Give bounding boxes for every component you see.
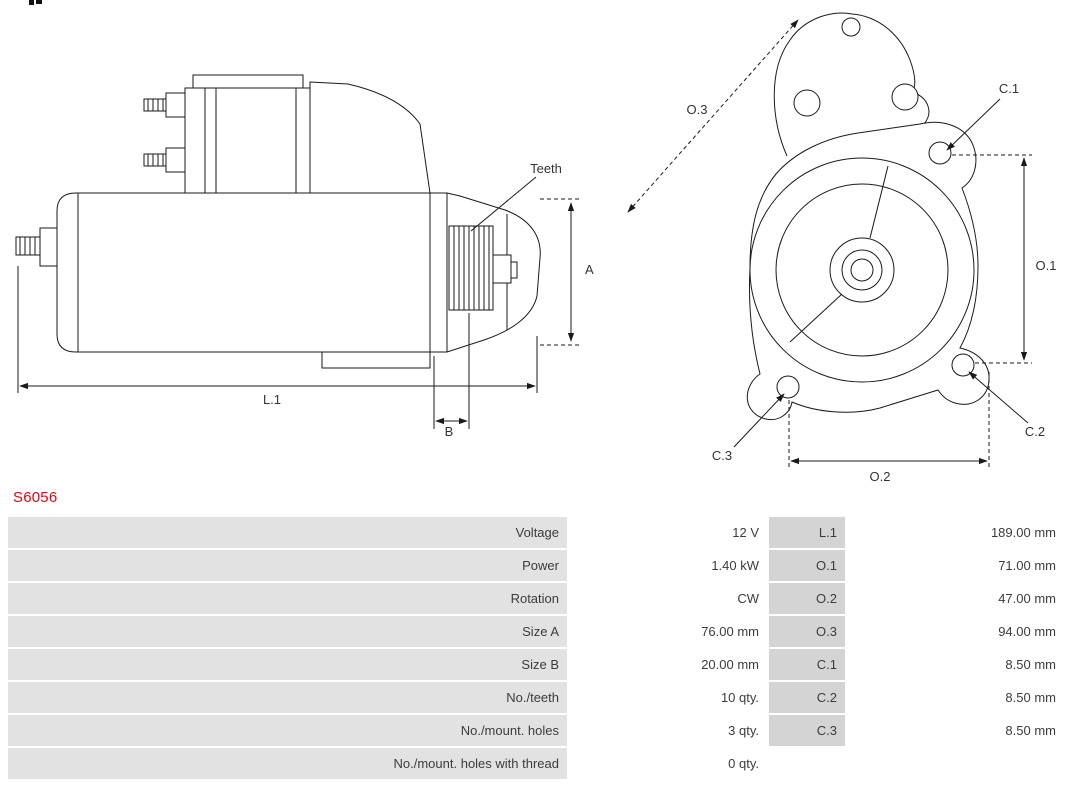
spec-label: Power <box>8 550 567 581</box>
spec-label: Size A <box>8 616 567 647</box>
dim-c2-label: C.2 <box>1025 424 1045 439</box>
spec-dim-value: 71.00 mm <box>847 550 1064 581</box>
dimension-o2 <box>788 372 990 467</box>
spec-row-power: Power 1.40 kW O.1 71.00 mm <box>8 550 1064 581</box>
starter-side-view <box>15 74 579 429</box>
logo-fragment <box>29 0 42 5</box>
dim-l1-label: L.1 <box>263 392 281 407</box>
spec-row-mount-holes-thread: No./mount. holes with thread 0 qty. <box>8 748 1064 779</box>
spec-dim-value-empty <box>847 748 1064 779</box>
dim-b-label: B <box>445 424 454 439</box>
spec-value: 10 qty. <box>569 682 767 713</box>
spec-dim-value: 8.50 mm <box>847 649 1064 680</box>
spec-dim-label: O.3 <box>769 616 845 647</box>
leader-c3 <box>733 393 785 448</box>
spec-dim-label: O.2 <box>769 583 845 614</box>
drive-bracket <box>309 81 431 194</box>
spec-row-mount-holes: No./mount. holes 3 qty. C.3 8.50 mm <box>8 715 1064 746</box>
spec-value: 3 qty. <box>569 715 767 746</box>
spec-value: 20.00 mm <box>569 649 767 680</box>
spec-value: 1.40 kW <box>569 550 767 581</box>
mounting-hole-c1 <box>928 141 952 165</box>
spec-value: 76.00 mm <box>569 616 767 647</box>
spec-dim-label: O.1 <box>769 550 845 581</box>
boss-hole-left <box>793 89 821 117</box>
dim-o1-label: O.1 <box>1036 258 1057 273</box>
mounting-flange <box>746 121 990 421</box>
terminal-bolt <box>15 227 59 267</box>
spec-dim-label: L.1 <box>769 517 845 548</box>
spec-dim-label: C.3 <box>769 715 845 746</box>
spec-label: No./mount. holes <box>8 715 567 746</box>
part-number: S6056 <box>13 489 58 506</box>
spec-dim-value: 8.50 mm <box>847 715 1064 746</box>
teeth-label: Teeth <box>530 161 562 176</box>
dimension-a <box>540 198 579 346</box>
mounting-hole-c3 <box>776 375 800 399</box>
dimension-o3 <box>627 19 799 213</box>
dimension-o1 <box>952 154 1032 364</box>
spec-row-rotation: Rotation CW O.2 47.00 mm <box>8 583 1064 614</box>
spec-dim-label: C.1 <box>769 649 845 680</box>
spec-dim-value: 189.00 mm <box>847 517 1064 548</box>
spec-row-teeth: No./teeth 10 qty. C.2 8.50 mm <box>8 682 1064 713</box>
motor-face-circles <box>749 157 975 383</box>
solenoid <box>143 74 311 194</box>
spec-dim-label-empty <box>769 748 845 779</box>
spec-dim-value: 47.00 mm <box>847 583 1064 614</box>
spec-label: No./teeth <box>8 682 567 713</box>
dim-a-label: A <box>585 262 594 277</box>
spec-value: 12 V <box>569 517 767 548</box>
spec-table: Voltage 12 V L.1 189.00 mm Power 1.40 kW… <box>8 517 1064 779</box>
dimension-l1 <box>17 266 538 393</box>
spec-label: Rotation <box>8 583 567 614</box>
dim-c1-label: C.1 <box>999 81 1019 96</box>
spec-row-voltage: Voltage 12 V L.1 189.00 mm <box>8 517 1064 548</box>
dimension-labels: Teeth A L.1 B O.3 C.1 O.1 C.3 C.2 O.2 <box>263 81 1057 484</box>
spec-dim-value: 8.50 mm <box>847 682 1064 713</box>
teeth-leader-line <box>470 176 537 232</box>
starter-motor-technical-drawing: Teeth A L.1 B O.3 C.1 O.1 C.3 C.2 O.2 <box>15 0 1057 484</box>
top-hole <box>841 17 861 37</box>
dim-c3-label: C.3 <box>712 448 732 463</box>
spec-dim-label: C.2 <box>769 682 845 713</box>
spec-value: 0 qty. <box>569 748 767 779</box>
spec-label: Voltage <box>8 517 567 548</box>
spec-value: CW <box>569 583 767 614</box>
mounting-hole-c2 <box>951 353 975 377</box>
solenoid-front-outline <box>773 12 934 157</box>
spec-label: Size B <box>8 649 567 680</box>
starter-front-view <box>627 12 1032 467</box>
dimension-b <box>433 313 470 429</box>
pinion-gear <box>448 225 518 311</box>
spec-row-size-b: Size B 20.00 mm C.1 8.50 mm <box>8 649 1064 680</box>
leader-c2 <box>968 371 1029 424</box>
spec-row-size-a: Size A 76.00 mm O.3 94.00 mm <box>8 616 1064 647</box>
spec-label: No./mount. holes with thread <box>8 748 567 779</box>
boss-hole-right <box>891 83 919 111</box>
motor-body <box>56 192 431 369</box>
leader-c1 <box>946 98 1001 151</box>
dim-o3-label: O.3 <box>687 102 708 117</box>
dim-o2-label: O.2 <box>870 469 891 484</box>
spec-dim-value: 94.00 mm <box>847 616 1064 647</box>
